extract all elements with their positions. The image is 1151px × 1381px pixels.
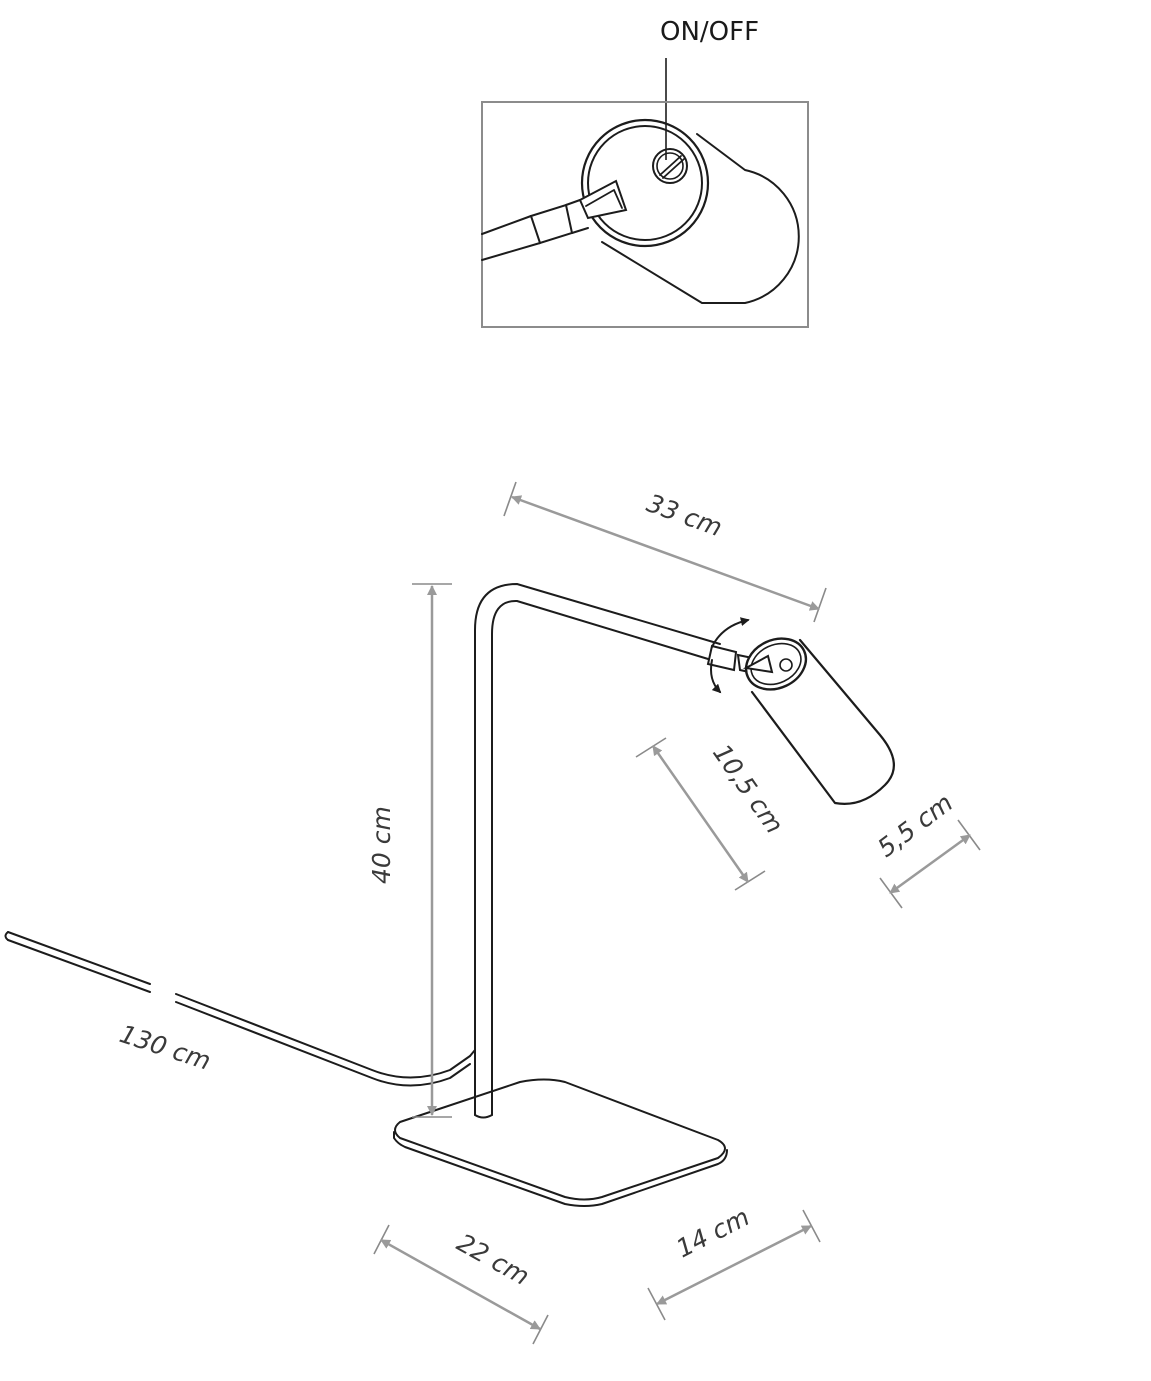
base-width-label: 14 cm bbox=[672, 1202, 755, 1263]
dimension-base-width: 14 cm bbox=[647, 1202, 821, 1321]
lamp-stem-and-arm bbox=[469, 583, 721, 1119]
detail-arm-joint bbox=[481, 179, 628, 261]
power-cable bbox=[4, 931, 471, 1087]
dimension-shade-length: 10,5 cm bbox=[635, 737, 789, 891]
height-label: 40 cm bbox=[367, 806, 396, 884]
detail-shade-cylinder bbox=[580, 118, 800, 304]
switch-detail-inset: ON/OFF bbox=[481, 17, 809, 328]
lamp-base bbox=[393, 1078, 728, 1207]
dimension-height: 40 cm bbox=[367, 583, 452, 1118]
dimension-arm-length: 33 cm bbox=[503, 481, 827, 623]
detail-frame bbox=[481, 101, 809, 328]
shade-length-label: 10,5 cm bbox=[707, 739, 789, 839]
dimension-cable-length: 130 cm bbox=[116, 1019, 214, 1076]
head-switch-knob-icon bbox=[779, 658, 793, 672]
base-length-label: 22 cm bbox=[452, 1228, 534, 1291]
on-off-label: ON/OFF bbox=[660, 17, 759, 47]
cable-length-label: 130 cm bbox=[116, 1019, 214, 1076]
rotation-arrows-icon bbox=[710, 617, 750, 694]
dimension-shade-diameter: 5,5 cm bbox=[872, 788, 981, 909]
arm-length-label: 33 cm bbox=[643, 488, 726, 542]
switch-knob-icon bbox=[652, 148, 688, 184]
dimension-base-length: 22 cm bbox=[373, 1224, 549, 1345]
lamp-illustration bbox=[4, 583, 895, 1207]
lamp-head bbox=[706, 637, 895, 805]
